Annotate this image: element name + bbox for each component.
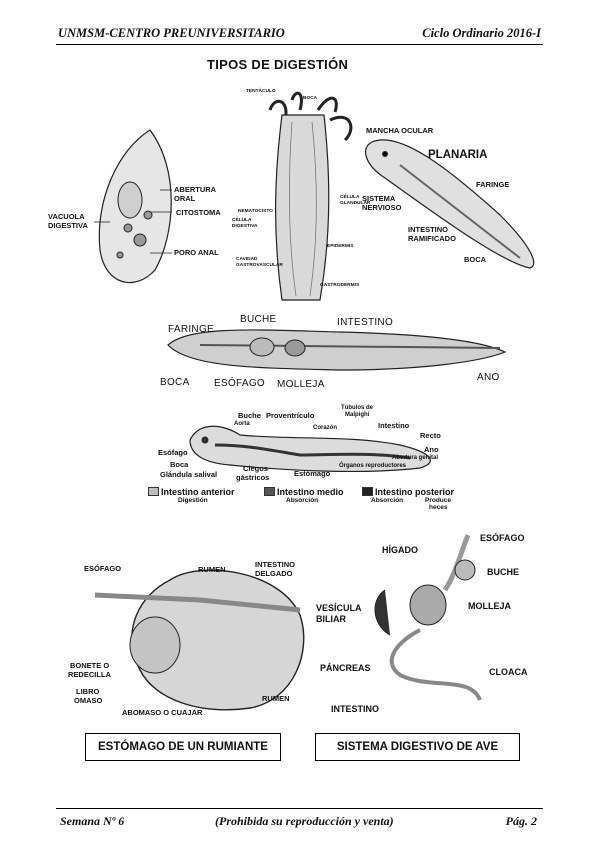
label-celula-gland-1: CÉLULA	[340, 195, 360, 200]
label-boca-insect: Boca	[170, 460, 189, 469]
label-pancreas: PÁNCREAS	[320, 663, 371, 673]
caption-ruminant: ESTÓMAGO DE UN RUMIANTE	[85, 733, 281, 761]
label-tubulos: Túbulos de	[341, 405, 373, 411]
label-gastrodermis: GASTRODERMIS	[320, 283, 360, 288]
planaria-title: PLANARIA	[428, 149, 488, 161]
legend-sub-posterior: Absorción	[371, 497, 404, 504]
label-gastrovascular: GASTROVASCULAR	[236, 263, 283, 268]
planaria-drawing	[364, 139, 535, 269]
label-citostoma: CITOSTOMA	[176, 208, 221, 217]
label-proventriculo: Proventrículo	[266, 411, 315, 420]
label-aorta: Aorta	[234, 421, 250, 427]
label-rumen-bottom: RUMEN	[262, 694, 290, 703]
ruminant-stomach-drawing	[94, 569, 305, 711]
label-corazon: Corazón	[313, 425, 337, 431]
label-intestino-planaria: INTESTINO	[408, 225, 449, 234]
label-intestino-insect: Intestino	[378, 421, 410, 430]
label-oral: ORAL	[174, 194, 196, 203]
label-tentaculo: TENTÁCULO	[246, 89, 276, 94]
label-malpighi: Malpighi	[345, 412, 370, 418]
label-celula-gland-2: GLANDULAR	[340, 201, 371, 206]
label-delgado: DELGADO	[255, 569, 293, 578]
label-poro-anal: PORO ANAL	[174, 248, 219, 257]
header-rule	[56, 44, 543, 45]
label-libro: LIBRO	[76, 687, 100, 696]
label-buche-insect: Buche	[238, 411, 261, 420]
label-ciegos: Ciegos	[243, 464, 269, 473]
label-esofago-bird: ESÓFAGO	[480, 533, 525, 543]
label-esofago-insect: Esófago	[158, 448, 188, 457]
label-glandula-salival: Glándula salival	[160, 470, 218, 479]
legend-swatch	[362, 487, 373, 496]
label-nematocisto: NEMATOCISTO	[238, 209, 273, 214]
header-cycle: Ciclo Ordinario 2016-I	[422, 26, 541, 40]
label-buche-bird: BUCHE	[487, 567, 520, 577]
label-organos-reproductores: Órganos reproductores	[339, 463, 407, 469]
label-abertura-genital: Abertura genital	[392, 455, 439, 461]
earthworm-drawing	[167, 329, 507, 371]
label-redecilla: REDECILLA	[68, 670, 111, 679]
label-celula-dig-1: CÉLULA	[232, 218, 252, 223]
label-ramificado: RAMIFICADO	[408, 234, 456, 243]
label-cavidad: CAVIDAD	[236, 257, 258, 262]
label-buche-worm: BUCHE	[240, 314, 277, 325]
label-digestiva: DIGESTIVA	[48, 221, 88, 230]
label-faringe-planaria: FARINGE	[476, 180, 510, 189]
legend-swatch	[264, 487, 275, 496]
label-bonete: BONETE O	[70, 661, 110, 670]
label-abertura: ABERTURA	[174, 185, 217, 194]
legend-produce: Produce	[425, 497, 452, 504]
legend-swatch	[148, 487, 159, 496]
label-ano-worm: ANO	[477, 372, 500, 383]
label-mancha-ocular: MANCHA OCULAR	[366, 126, 434, 135]
label-molleja-worm: MOLLEJA	[277, 379, 325, 390]
label-epidermis: EPIDERMIS	[327, 244, 354, 249]
footer-rule	[56, 808, 543, 809]
label-sistema: SISTEMA	[362, 194, 396, 203]
paramecium-drawing	[94, 129, 172, 284]
label-omaso: OMASO	[74, 696, 103, 705]
label-esofago-rum: ESÓFAGO	[84, 564, 122, 573]
label-vacuola: VACUOLA	[48, 212, 85, 221]
label-abomaso: ABOMASO O CUAJAR	[122, 708, 203, 717]
label-gastricos: gástricos	[236, 473, 270, 482]
legend-medio: Intestino medio	[264, 487, 344, 497]
legend-posterior: Intestino posterior	[362, 487, 454, 497]
header-institution: UNMSM-CENTRO PREUNIVERSITARIO	[58, 26, 285, 40]
label-boca-worm: BOCA	[160, 377, 190, 388]
label-biliar: BILIAR	[316, 614, 346, 624]
label-boca-hydra: BOCA	[303, 96, 318, 101]
label-cloaca: CLOACA	[489, 667, 528, 677]
label-intestino-bird: INTESTINO	[331, 704, 380, 714]
label-rumen-top: RUMEN	[198, 565, 226, 574]
caption-bird: SISTEMA DIGESTIVO DE AVE	[315, 733, 520, 761]
label-nervioso: NERVIOSO	[362, 203, 402, 212]
legend-anterior: Intestino anterior	[148, 487, 235, 497]
hydra-drawing	[268, 91, 353, 301]
label-higado: HÍGADO	[382, 545, 418, 555]
label-estomago: Estómago	[294, 469, 331, 478]
footer-page: Pág. 2	[505, 814, 537, 828]
footer-week: Semana Nº 6	[60, 814, 125, 828]
label-vesicula: VESÍCULA	[316, 603, 362, 613]
legend-heces: heces	[429, 504, 448, 511]
label-intestino-worm: INTESTINO	[337, 317, 394, 328]
label-boca-planaria: BOCA	[464, 255, 487, 264]
bird-digestive-drawing	[374, 534, 482, 701]
insect-drawing	[189, 425, 431, 473]
label-intestino-rum: INTESTINO	[255, 560, 296, 569]
label-molleja-bird: MOLLEJA	[468, 601, 512, 611]
label-esofago-worm: ESÓFAGO	[214, 378, 266, 389]
page-title: TIPOS DE DIGESTIÓN	[207, 57, 349, 72]
label-celula-dig-2: DIGESTIVA	[232, 224, 258, 229]
label-recto: Recto	[420, 431, 441, 440]
legend-sub-anterior: Digestión	[178, 497, 208, 504]
footer-notice: (Prohibida su reproducción y venta)	[215, 814, 394, 828]
legend-sub-medio: Absorción	[286, 497, 319, 504]
label-ano-insect: Ano	[424, 445, 439, 454]
label-faringe-worm: FARINGE	[168, 324, 214, 335]
